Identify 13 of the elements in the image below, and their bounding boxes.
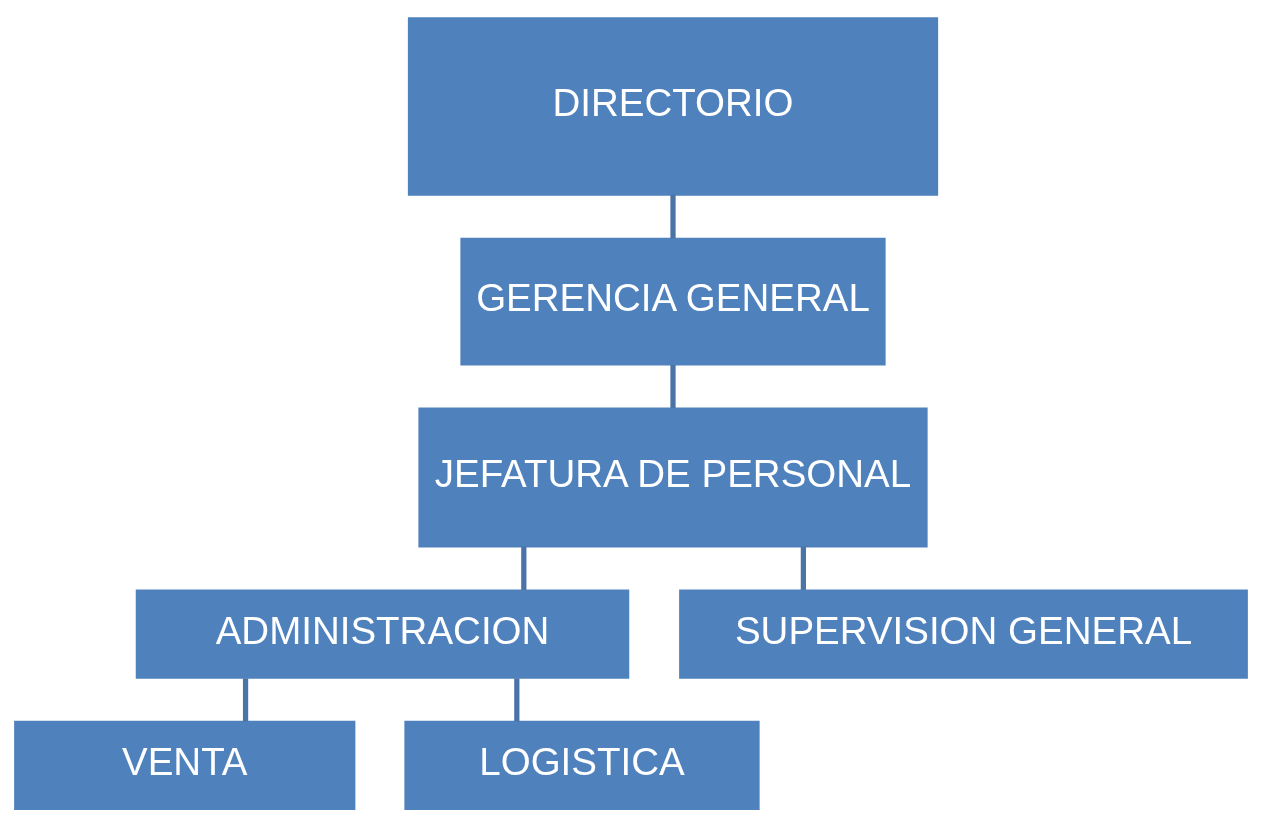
node-box: JEFATURA DE PERSONAL bbox=[418, 407, 928, 548]
connector bbox=[800, 546, 806, 590]
connector bbox=[242, 678, 249, 722]
connector bbox=[514, 678, 520, 722]
node-box: ADMINISTRACION bbox=[135, 589, 630, 679]
node-box: LOGISTICA bbox=[404, 720, 760, 810]
node-box: SUPERVISION GENERAL bbox=[679, 589, 1248, 679]
node-box: DIRECTORIO bbox=[407, 17, 939, 196]
connector bbox=[670, 365, 676, 408]
node-box: VENTA bbox=[14, 720, 356, 810]
connector bbox=[521, 546, 527, 590]
node-box: GERENCIA GENERAL bbox=[460, 237, 886, 366]
connector bbox=[670, 194, 676, 239]
